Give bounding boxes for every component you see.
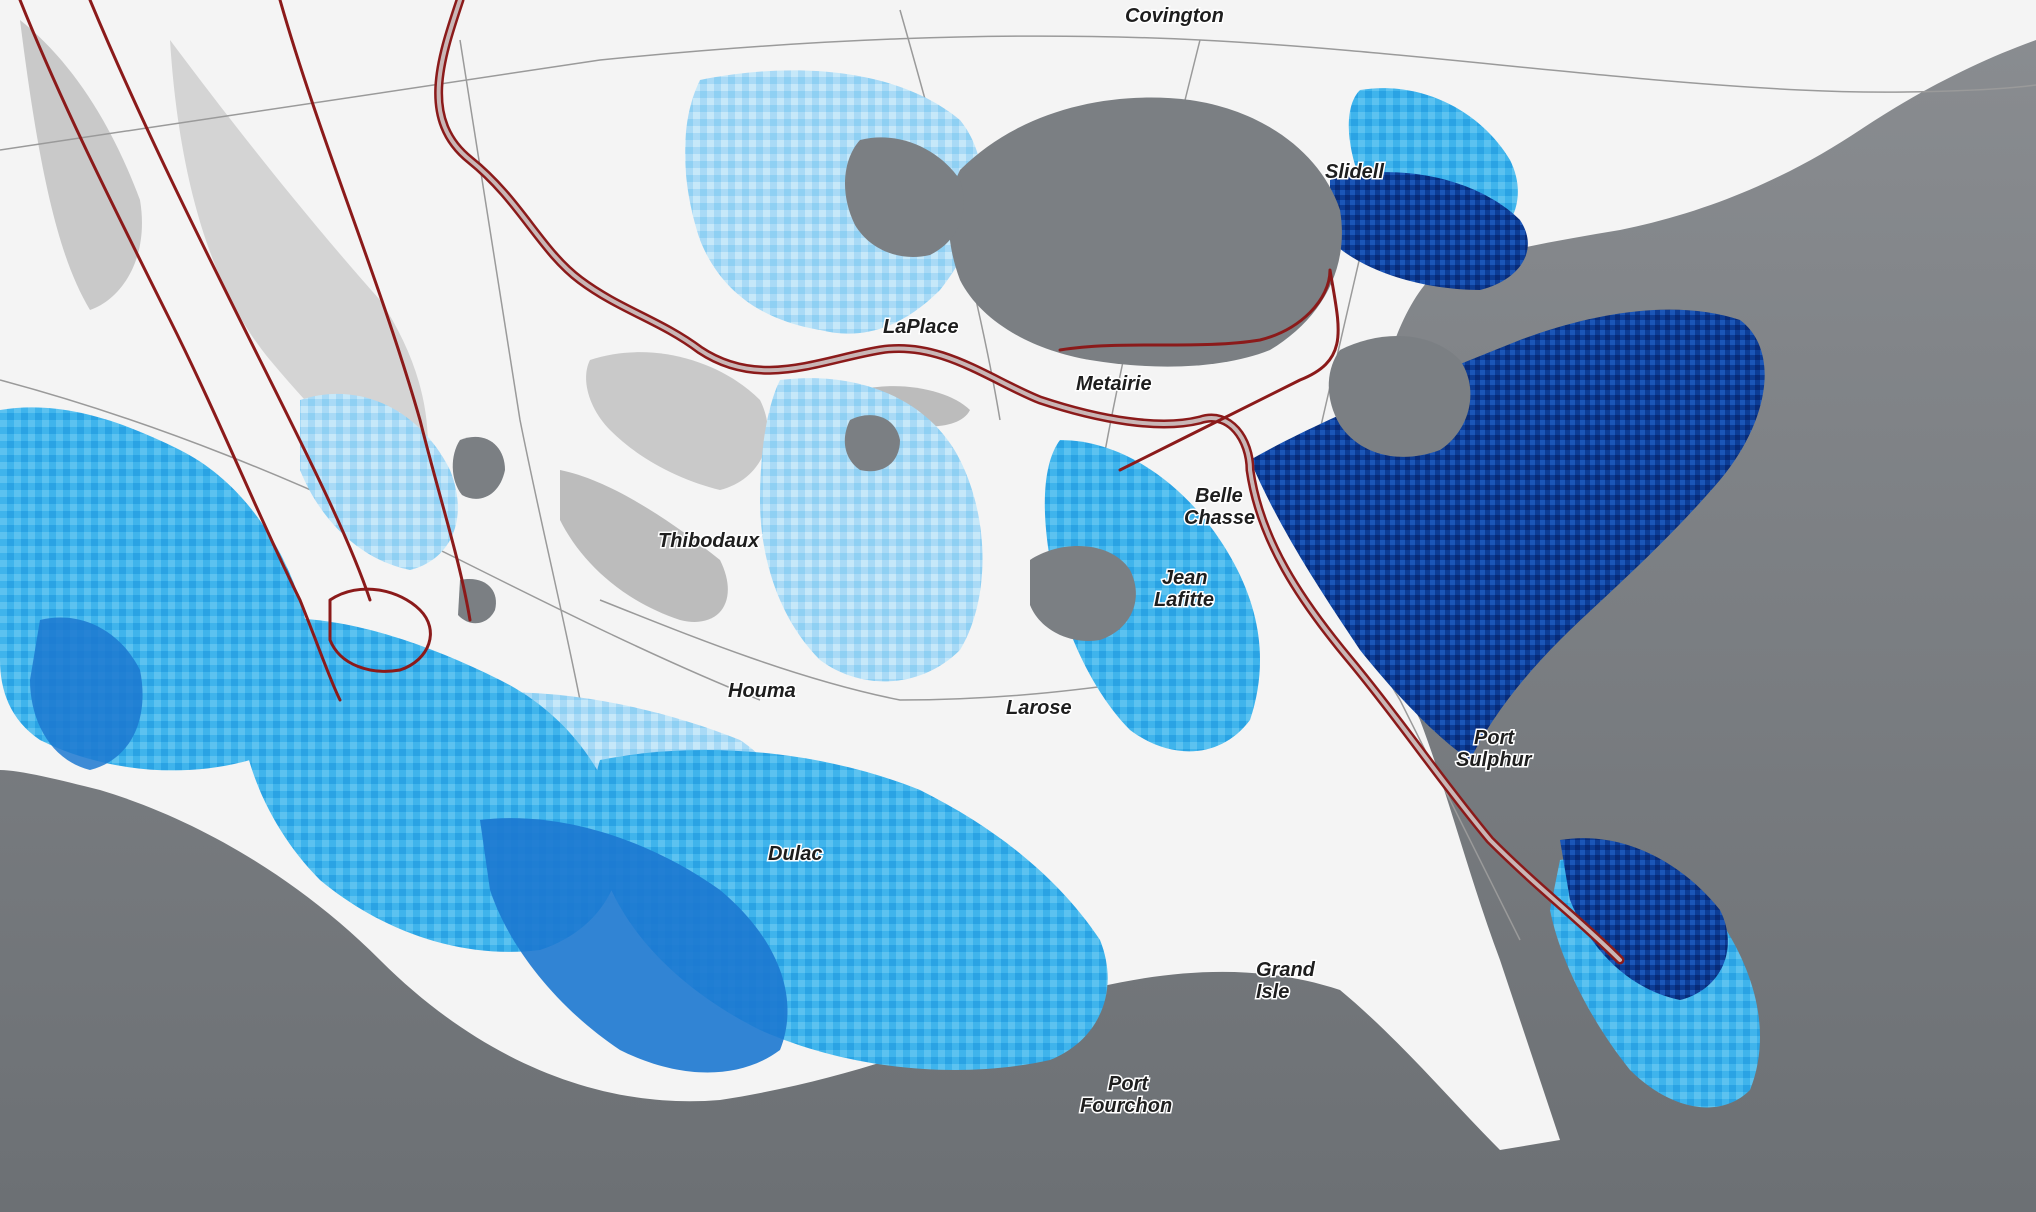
- lake-west-1: [452, 436, 505, 499]
- label-port-sulphur-1: Port: [1474, 727, 1515, 749]
- flood-depth-layers: [0, 70, 1765, 1108]
- levee-west-1: [18, 0, 342, 702]
- levee-west-2: [88, 0, 372, 602]
- lake-salvador: [1030, 546, 1136, 641]
- label-houma: Houma: [728, 680, 796, 702]
- label-port-fourchon-2: Fourchon: [1080, 1095, 1172, 1117]
- flood-shallow-area: [760, 378, 983, 682]
- label-belle-chasse-1: Belle: [1195, 485, 1243, 507]
- lake-pontchartrain: [948, 97, 1342, 367]
- label-larose: Larose: [1006, 697, 1072, 719]
- label-jean-lafitte-2: Lafitte: [1154, 589, 1214, 611]
- flood-deep-area: [480, 818, 788, 1073]
- flood-deep-area: [30, 617, 143, 770]
- label-slidell: Slidell: [1325, 161, 1384, 183]
- label-covington: Covington: [1125, 5, 1224, 27]
- label-grand-isle-2: Isle: [1256, 981, 1289, 1003]
- label-thibodaux: Thibodaux: [658, 530, 760, 552]
- label-dulac: Dulac: [768, 843, 822, 865]
- levee-system: [18, 0, 1625, 965]
- levee-west-3: [278, 0, 472, 622]
- label-belle-chasse-2: Chasse: [1184, 507, 1255, 529]
- flood-deepest-area: [1330, 172, 1528, 290]
- label-grand-isle-1: Grand: [1256, 959, 1316, 981]
- flood-shallow-area: [685, 70, 982, 334]
- label-port-fourchon-1: Port: [1108, 1073, 1149, 1095]
- label-metairie: Metairie: [1076, 373, 1152, 395]
- label-jean-lafitte-1: Jean: [1162, 567, 1208, 589]
- lake-maurepas: [844, 137, 964, 257]
- flood-medium-area: [1044, 440, 1260, 752]
- label-port-sulphur-2: Sulphur: [1456, 749, 1533, 771]
- marsh-patches: [20, 20, 970, 622]
- levee-houma-ring: [328, 587, 432, 673]
- flood-deepest-area: [1560, 838, 1728, 1000]
- mississippi-channel: [436, 0, 1622, 962]
- place-labels: Covington Slidell LaPlace Metairie Belle…: [657, 4, 1535, 1119]
- lakes: [452, 97, 1471, 641]
- lake-borgne: [1328, 336, 1471, 457]
- lake-cataouatche: [844, 415, 900, 472]
- label-laplace: LaPlace: [883, 316, 959, 338]
- levee-metro-ring: [1058, 268, 1340, 472]
